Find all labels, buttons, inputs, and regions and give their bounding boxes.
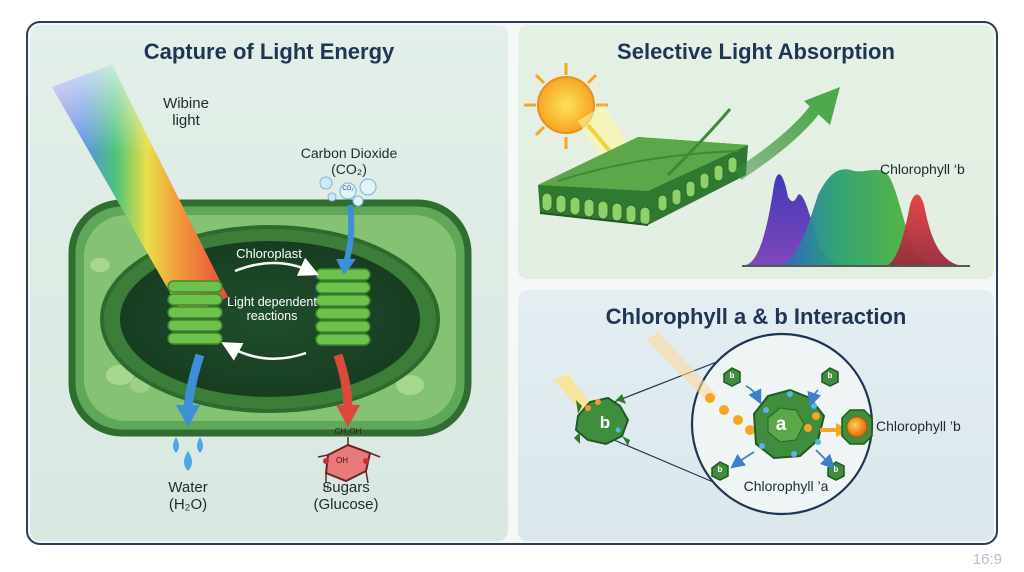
glucose-oh-label: OH	[336, 456, 348, 465]
panel-chlorophyll-interaction: Chlorophyll a & b Interaction	[518, 290, 994, 541]
light-label: Wibine light	[163, 95, 209, 130]
cycle-arrow-top	[234, 257, 320, 276]
absorption-diagram	[524, 63, 970, 267]
chlorophyll-b-acceptor	[841, 409, 873, 445]
glucose-h-label: H	[323, 483, 329, 492]
small-b-label-4: b	[833, 465, 839, 474]
chlorophyll-a-molecule	[752, 388, 826, 460]
glucose-ch2oh-label: CH₂OH	[334, 427, 362, 436]
absorption-spectrum	[742, 169, 970, 267]
co2-bubble-label: CO₂	[342, 186, 354, 192]
thylakoid-stack-right	[315, 268, 371, 346]
sun-icon	[524, 63, 608, 149]
leaf-cross-section	[538, 108, 748, 226]
water-arrow	[183, 353, 205, 410]
chlorophyll-a-label: Chlorophyll ’a	[743, 478, 829, 494]
panel-selective-absorption: Selective Light Absorption	[518, 25, 994, 279]
thylakoid-stack-left	[167, 280, 223, 345]
spectrum-label: Chlorophyll ‘b	[880, 161, 965, 177]
reactions-label: Light dependent reactions	[227, 295, 317, 324]
small-b-label-3: b	[717, 465, 723, 474]
chloroplast-label: Chloroplast	[236, 246, 302, 261]
panel-title: Chlorophyll a & b Interaction	[605, 304, 907, 329]
small-b-molecules	[711, 367, 845, 481]
co2-bubbles	[319, 176, 377, 207]
molecule-b-label: b	[599, 413, 611, 432]
small-b-label-2: b	[827, 371, 833, 380]
co2-label: Carbon Dioxide (CO₂)	[300, 145, 398, 178]
cycle-arrow-bottom	[221, 342, 307, 361]
interaction-diagram	[554, 332, 874, 516]
chloroplast-diagram	[52, 65, 472, 484]
energy-particles	[705, 393, 755, 435]
chlorophyll-b-label: Chlorophyll ’b	[876, 418, 961, 434]
chlorophyll-b-molecule	[574, 394, 630, 446]
small-b-label-1: b	[729, 371, 735, 380]
aspect-ratio-label: 16:9	[972, 551, 1002, 568]
reflection-arrow	[734, 101, 823, 180]
sugar-label: Sugars (Glucose)	[313, 479, 379, 514]
water-label: Water (H₂O)	[168, 479, 208, 514]
sugar-arrow	[333, 353, 353, 410]
molecule-a-label: a	[775, 414, 787, 435]
co2-arrow	[343, 204, 355, 264]
water-drops	[173, 437, 203, 471]
panel-capture-light-energy: Capture of Light Energy	[30, 25, 508, 541]
panel-title: Capture of Light Energy	[143, 39, 395, 64]
panel-title: Selective Light Absorption	[617, 39, 895, 64]
